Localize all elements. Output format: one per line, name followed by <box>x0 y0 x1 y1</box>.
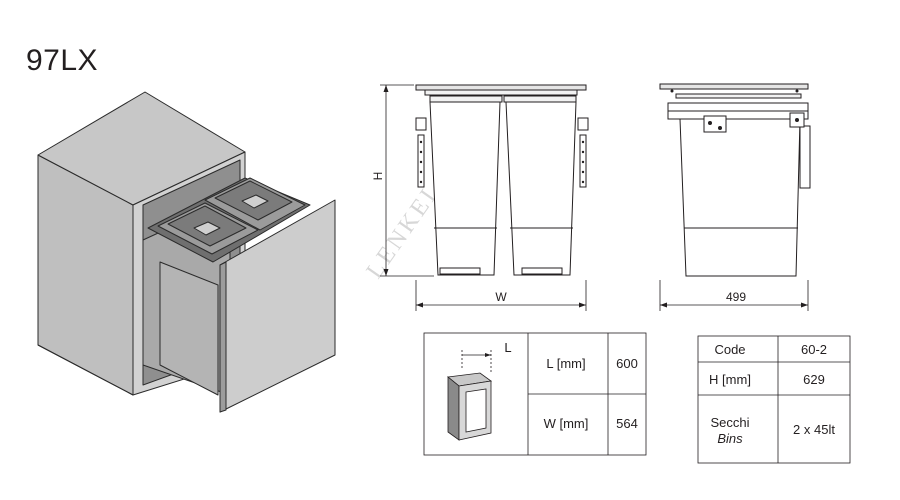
width-dimension <box>415 280 587 311</box>
cabinet-illustration <box>37 91 336 413</box>
depth-label: 499 <box>726 290 746 304</box>
front-view <box>415 84 589 276</box>
front-view-bracket-holes <box>419 140 585 184</box>
cabinet-row-label: W [mm] <box>544 416 589 431</box>
cabinet-table <box>423 332 647 456</box>
spec-row-value: 60-2 <box>801 342 827 357</box>
height-dimension <box>380 84 434 277</box>
depth-dimension <box>659 280 809 311</box>
spec-row-value: 2 x 45lt <box>793 422 835 437</box>
side-view <box>659 83 811 277</box>
cabinet-row-label: L [mm] <box>546 356 585 371</box>
spec-row-label: H [mm] <box>709 372 751 387</box>
cabinet-row-value: 600 <box>616 356 638 371</box>
spec-row-sublabel: Bins <box>717 431 743 446</box>
model-title: 97LX <box>26 44 99 77</box>
cabinet-width-marker: L <box>504 340 511 355</box>
cabinet-icon <box>447 350 493 441</box>
spec-row-label: Code <box>714 342 745 357</box>
cabinet-row-value: 564 <box>616 416 638 431</box>
spec-row-value: 629 <box>803 372 825 387</box>
height-label: H <box>371 172 385 181</box>
side-view-fittings <box>670 89 799 130</box>
spec-row-label: Secchi <box>710 415 749 430</box>
width-label: W <box>495 290 507 304</box>
spec-table <box>697 335 851 464</box>
watermark-text: LENKEI <box>362 183 443 284</box>
